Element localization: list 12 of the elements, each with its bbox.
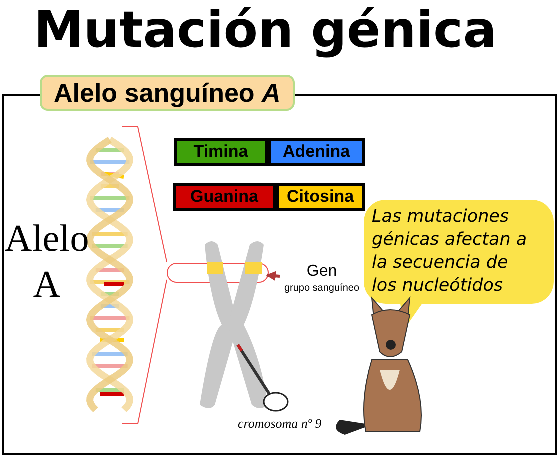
chromosome-caption: cromosoma nº 9 [238,415,322,433]
base-label: Citosina [276,183,365,211]
base-label: Guanina [173,183,276,211]
base-label: Timina [174,138,268,166]
arrow [266,271,280,282]
base-label: Adenina [268,138,365,166]
speech-bubble: Las mutaciones génicas afectan a la secuencia de los nucleótidos [364,200,554,304]
gene-label: Gen [306,262,338,282]
gene-caption: grupo sanguíneo [284,282,360,296]
allele-label: Alelo A [4,217,90,308]
title: Mutación génica [34,0,497,60]
heading-tab: Alelo sanguíneo A [40,75,295,111]
